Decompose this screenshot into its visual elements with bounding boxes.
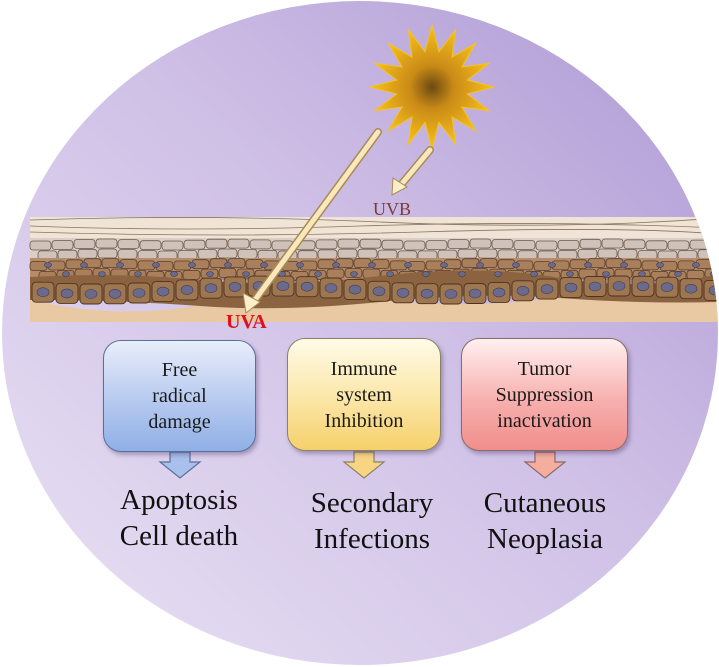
uva-beam-arrow xyxy=(242,128,382,314)
uvb-beam-arrow xyxy=(391,146,434,196)
box-line: damage xyxy=(148,411,211,433)
box-text: Tumor Suppression inactivation xyxy=(496,356,594,434)
outcome-apoptosis: Apoptosis Cell death xyxy=(94,482,264,554)
outcome-cutaneous-neoplasia: Cutaneous Neoplasia xyxy=(460,485,630,557)
outcome-line: Cutaneous xyxy=(483,487,607,519)
outcome-line: Cell death xyxy=(119,520,239,552)
tumor-suppression-inactivation-box: Tumor Suppression inactivation xyxy=(461,338,628,451)
outcome-secondary-infections: Secondary Infections xyxy=(286,485,458,557)
uvb-label: UVB xyxy=(373,199,412,219)
box-line: system xyxy=(336,383,392,406)
box-line: radical xyxy=(152,385,207,407)
box-line: Suppression xyxy=(495,383,594,406)
down-arrow-icon xyxy=(523,451,567,479)
box-line: inactivation xyxy=(497,409,592,432)
box-line: Tumor xyxy=(517,357,572,380)
outcome-line: Secondary xyxy=(310,487,434,519)
box-text: Free radical damage xyxy=(148,357,210,435)
down-arrow-icon xyxy=(342,451,386,479)
down-arrow-icon xyxy=(158,451,202,479)
box-text: Immune system Inhibition xyxy=(325,356,404,434)
box-line: Immune xyxy=(330,357,398,380)
outcome-line: Neoplasia xyxy=(487,523,603,555)
skin-cross-section xyxy=(29,217,718,322)
outcome-line: Infections xyxy=(314,523,430,555)
box-line: Free xyxy=(161,359,198,381)
outcome-line: Apoptosis xyxy=(120,484,238,516)
free-radical-damage-box: Free radical damage xyxy=(103,340,256,452)
sun-icon xyxy=(368,23,496,151)
box-line: Inhibition xyxy=(324,409,404,432)
uva-label: UVA xyxy=(226,311,267,333)
immune-system-inhibition-box: Immune system Inhibition xyxy=(287,338,441,451)
